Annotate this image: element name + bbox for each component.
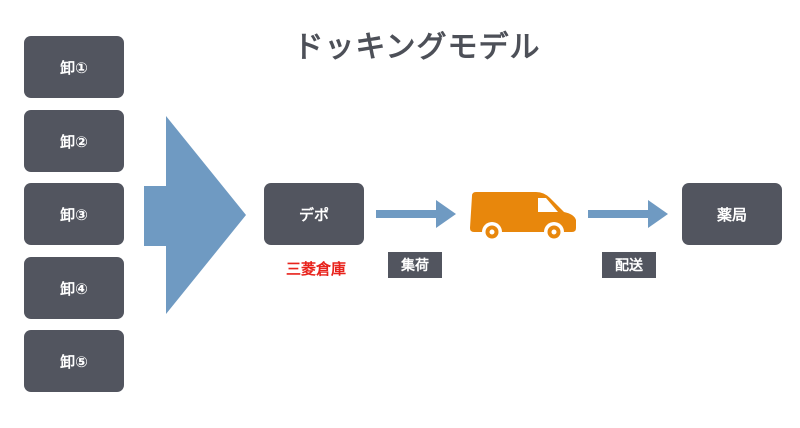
merge-arrow — [144, 116, 246, 314]
wholesaler-box-1: 卸① — [24, 36, 124, 98]
wholesaler-box-5: 卸⑤ — [24, 330, 124, 392]
collect-tag: 集荷 — [388, 252, 442, 278]
wholesaler-box-3: 卸③ — [24, 183, 124, 245]
deliver-arrow — [588, 200, 668, 228]
page-title: ドッキングモデル — [293, 30, 541, 65]
collect-arrow — [376, 200, 456, 228]
pharmacy-box: 薬局 — [682, 183, 782, 245]
depot-operator-label: 三菱倉庫 — [285, 260, 346, 278]
depot-box: デポ — [264, 183, 364, 245]
wholesaler-box-4: 卸④ — [24, 257, 124, 319]
wholesaler-box-2: 卸② — [24, 110, 124, 172]
van-icon — [470, 192, 576, 242]
deliver-tag: 配送 — [602, 252, 656, 278]
